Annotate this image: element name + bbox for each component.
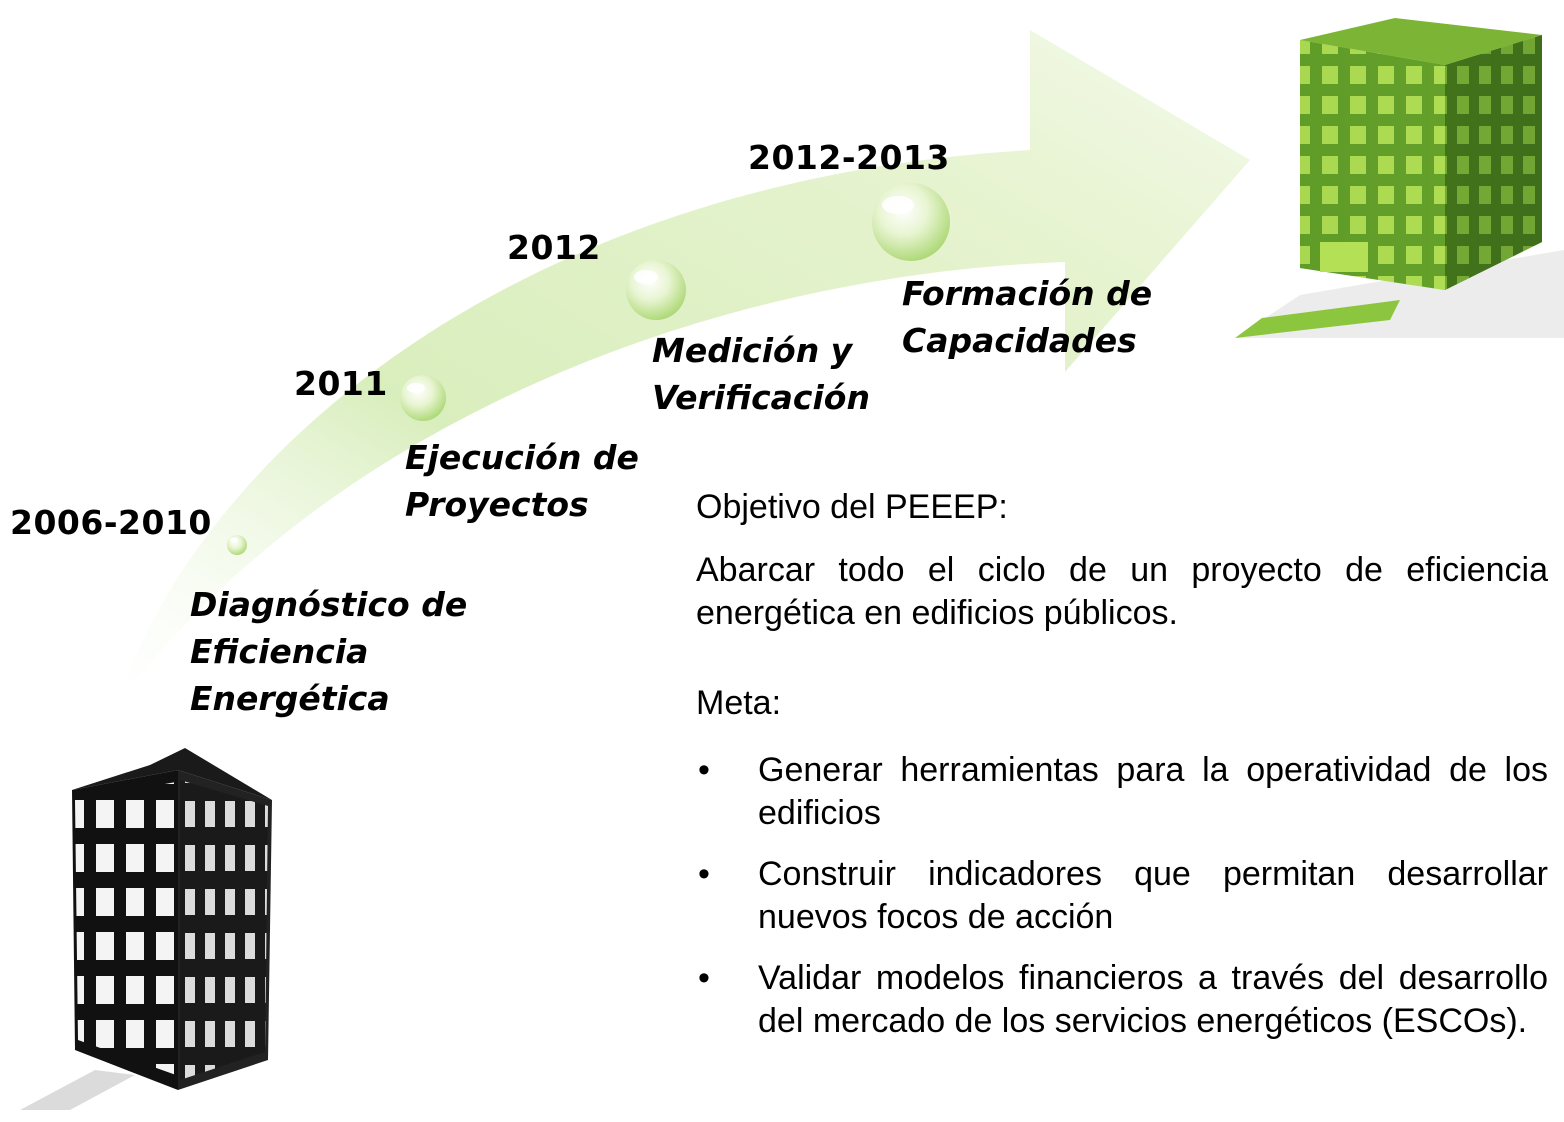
description-panel: Objetivo del PEEEP: Abarcar todo el cicl… <box>696 486 1548 1061</box>
bullet-icon: • <box>698 855 710 893</box>
bullet-icon: • <box>698 751 710 789</box>
phase-label: Medición y Verificación <box>652 327 870 421</box>
phase-line: Capacidades <box>902 321 1137 360</box>
year-label: 2006-2010 <box>10 503 212 542</box>
milestone-bubble-2006-2010 <box>227 535 247 555</box>
phase-label: Ejecución de Proyectos <box>405 434 639 528</box>
phase-line: Formación de <box>902 274 1153 313</box>
timeline-arrow <box>115 30 1250 708</box>
year-label: 2012-2013 <box>748 138 950 177</box>
old-building-image <box>20 748 272 1110</box>
phase-line: Medición y <box>652 331 853 370</box>
milestone-bubble-2012-2013 <box>872 183 950 261</box>
goal-text: Generar herramientas para la operativida… <box>758 751 1548 832</box>
phase-line: Energética <box>190 679 390 718</box>
bullet-icon: • <box>698 959 710 997</box>
phase-line: Eficiencia <box>190 632 369 671</box>
goals-list: • Generar herramientas para la operativi… <box>696 749 1548 1043</box>
green-building-image <box>1235 18 1564 338</box>
phase-label: Formación de Capacidades <box>902 270 1152 364</box>
goal-text: Construir indicadores que permitan desar… <box>758 855 1548 936</box>
goal-text: Validar modelos financieros a través del… <box>758 959 1548 1040</box>
phase-label: Diagnóstico de Eficiencia Energética <box>190 581 467 722</box>
phase-line: Ejecución de <box>405 438 639 477</box>
goal-item: • Generar herramientas para la operativi… <box>696 749 1548 835</box>
phase-line: Diagnóstico de <box>190 585 468 624</box>
year-label: 2011 <box>294 364 388 403</box>
goal-item: • Validar modelos financieros a través d… <box>696 957 1548 1043</box>
objective-label: Objetivo del PEEEP: <box>696 488 1008 526</box>
objective-text: Abarcar todo el ciclo de un proyecto de … <box>696 551 1548 632</box>
phase-line: Proyectos <box>405 485 589 524</box>
goals-label: Meta: <box>696 684 782 722</box>
year-label: 2012 <box>507 228 601 267</box>
milestone-bubble-2012 <box>626 260 686 320</box>
goal-item: • Construir indicadores que permitan des… <box>696 853 1548 939</box>
phase-line: Verificación <box>652 378 870 417</box>
milestone-bubble-2011 <box>400 375 446 421</box>
